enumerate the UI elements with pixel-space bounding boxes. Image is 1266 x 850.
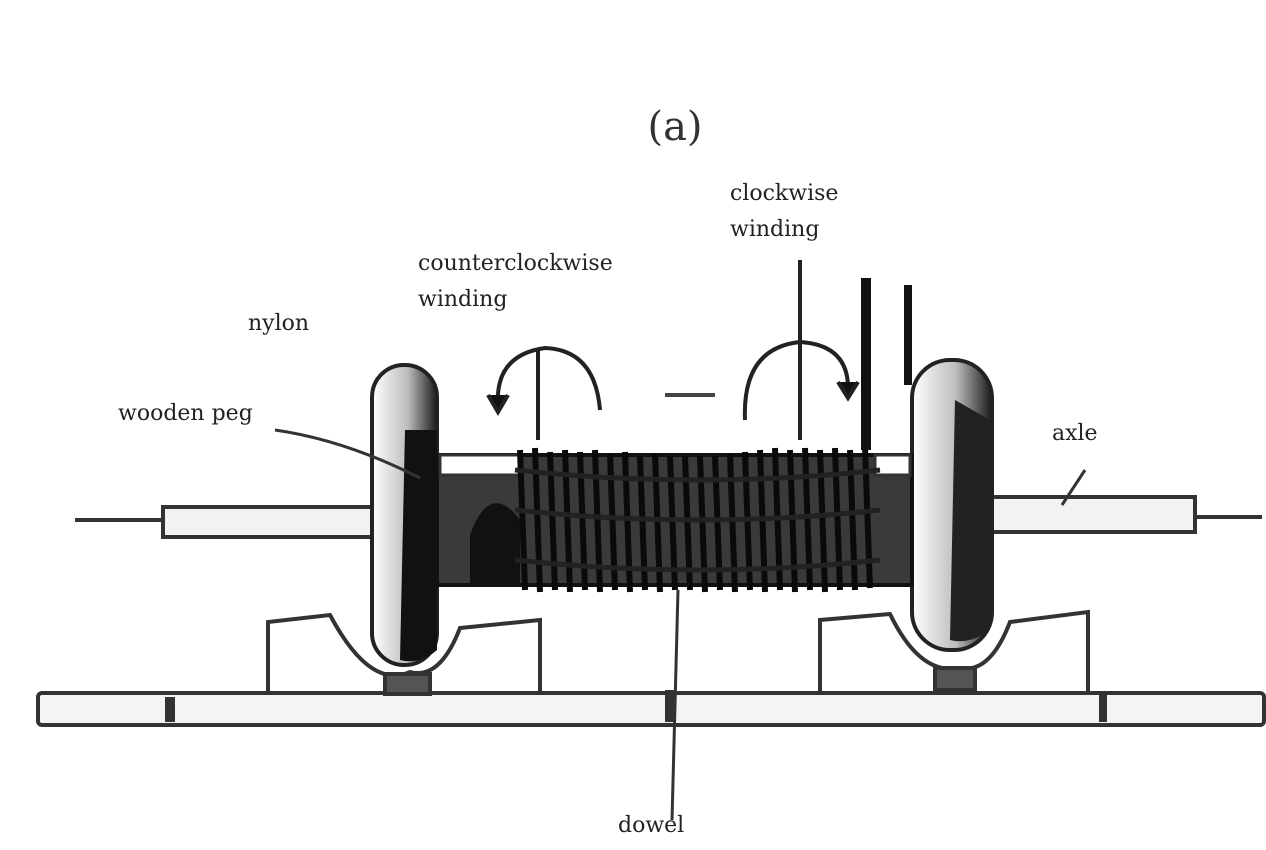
wire-leads [861,278,912,450]
clockwise-winding-label-line: clockwise [730,181,838,206]
clockwise-winding-label-line: winding [730,217,819,242]
left-support-blocks [266,612,542,696]
axle [75,495,1262,539]
leader-lines [274,428,1087,821]
dowel-label: dowel [618,813,684,838]
base-dowel-rod [36,690,1266,727]
right-support-blocks [818,609,1090,695]
axle-label: axle [1052,421,1098,446]
right-wheel [910,358,994,652]
counterclockwise-winding-label-line: counterclockwise [418,251,613,276]
wire-windings [514,447,881,593]
counterclockwise-winding-label-line: winding [418,287,507,312]
clockwise-winding-label: clockwise winding [730,181,838,242]
counterclockwise-winding-label: counterclockwise winding [418,251,613,312]
clockwise-arrow [742,260,860,440]
wooden-peg-label: wooden peg [118,401,253,426]
left-wheel [370,363,439,667]
nylon-label: nylon [248,311,309,336]
counterclockwise-arrow [486,345,602,440]
panel-label: (a) [647,104,702,150]
